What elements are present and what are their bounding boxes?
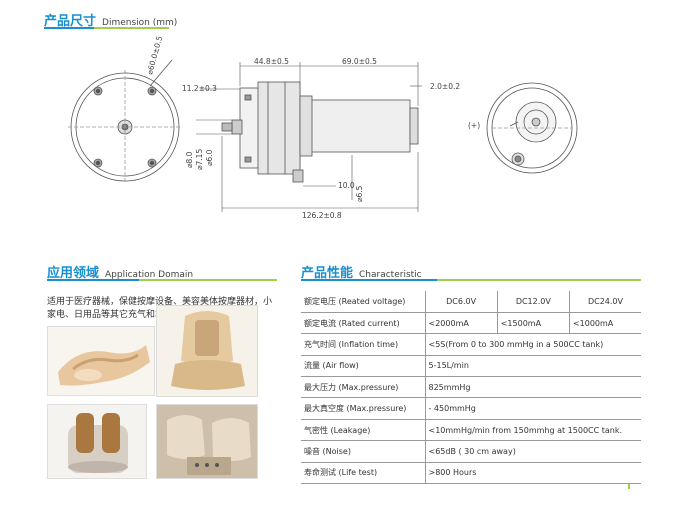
dim-65: ⌀6.5 (355, 185, 364, 202)
application-title-en: Application Domain (105, 270, 194, 280)
spec-value: <2000mA (424, 312, 498, 335)
characteristic-title-underline (301, 279, 641, 281)
spec-label: 气密性 (Leakage) (301, 419, 425, 442)
application-title-zh: 应用领域 (47, 266, 100, 281)
spec-label: 最大压力 (Max.pressure) (301, 376, 425, 399)
dim-715: ⌀7.15 (195, 149, 204, 170)
rear-view (486, 82, 578, 174)
table-row: 最大压力 (Max.pressure) 825mmHg (301, 376, 641, 399)
table-row: 最大真空度 (Max.pressure) - 450mmHg (301, 397, 641, 420)
dim-44: 44.8±0.5 (254, 57, 289, 66)
dim-6: ⌀6.0 (205, 149, 214, 166)
table-row: 噪音 (Noise) <65dB ( 30 cm away) (301, 440, 641, 463)
dimension-title-en: Dimension (mm) (102, 18, 178, 28)
application-title: 应用领域 Application Domain (47, 262, 193, 281)
dimension-title: 产品尺寸 Dimension (mm) (44, 10, 177, 29)
table-row: 额定电压 (Reated voltage) DC6.0V DC12.0V DC2… (301, 291, 641, 313)
dim-2: 2.0±0.2 (430, 82, 460, 91)
front-view (68, 59, 182, 184)
dim-126: 126.2±0.8 (302, 211, 342, 220)
spec-value: 5-15L/min (424, 355, 641, 378)
spec-value: <1000mA (568, 312, 641, 335)
table-row: 额定电流 (Rated current) <2000mA <1500mA <10… (301, 312, 641, 335)
dimension-title-zh: 产品尺寸 (44, 14, 97, 29)
spec-value: <10mmHg/min from 150mmhg at 1500CC tank. (424, 419, 641, 442)
dim-11: 11.2±0.3 (182, 84, 217, 93)
spec-value: DC24.0V (568, 291, 641, 313)
spec-table: 额定电压 (Reated voltage) DC6.0V DC12.0V DC2… (301, 291, 641, 485)
spec-label: 噪音 (Noise) (301, 440, 425, 463)
polarity-plus: (+) (468, 121, 480, 130)
spec-label: 最大真空度 (Max.pressure) (301, 397, 425, 420)
table-row: 寿命测试 (Life test) >800 Hours (301, 462, 641, 485)
characteristic-title-zh: 产品性能 (301, 266, 354, 281)
massage-leg-photo (47, 326, 155, 396)
spec-label: 额定电压 (Reated voltage) (301, 291, 425, 313)
spec-label: 充气时间 (Inflation time) (301, 333, 425, 356)
spec-label: 流量 (Air flow) (301, 355, 425, 378)
foot-massager-photo (47, 404, 147, 479)
application-description: 适用于医疗器械，保健按摩设备、美容美体按摩器材，小家电、日用品等其它充气和增压设… (47, 297, 273, 320)
application-title-underline (47, 279, 277, 281)
table-row: 流量 (Air flow) 5-15L/min (301, 355, 641, 378)
dimension-title-underline (44, 27, 169, 29)
spec-value: <65dB ( 30 cm away) (424, 440, 641, 463)
table-row: 充气时间 (Inflation time) <5S(From 0 to 300 … (301, 333, 641, 356)
dimension-drawing: ⌀60.0±0.5 44.8±0.5 69.0±0.5 2.0±0.2 11.2… (68, 35, 578, 220)
spec-value: DC6.0V (424, 291, 498, 313)
massage-seat-photo (156, 305, 258, 397)
car-seat-photo (156, 404, 258, 479)
spec-label: 额定电流 (Rated current) (301, 312, 425, 335)
characteristic-title: 产品性能 Characteristic (301, 262, 422, 281)
spec-value: DC12.0V (496, 291, 570, 313)
table-row: 气密性 (Leakage) <10mmHg/min from 150mmhg a… (301, 419, 641, 442)
dim-8: ⌀8.0 (185, 151, 194, 168)
spec-value: <1500mA (496, 312, 570, 335)
spec-value: >800 Hours (424, 462, 641, 485)
dim-10: 10.0 (338, 181, 355, 190)
side-view (221, 81, 419, 183)
dim-diameter-60: ⌀60.0±0.5 (145, 35, 164, 76)
spec-label: 寿命测试 (Life test) (301, 462, 425, 485)
spec-value: - 450mmHg (424, 397, 641, 420)
page-marker (628, 484, 630, 489)
spec-value: 825mmHg (424, 376, 641, 399)
characteristic-title-en: Characteristic (359, 270, 422, 280)
dim-69: 69.0±0.5 (342, 57, 377, 66)
spec-value: <5S(From 0 to 300 mmHg in a 500CC tank) (424, 333, 641, 356)
